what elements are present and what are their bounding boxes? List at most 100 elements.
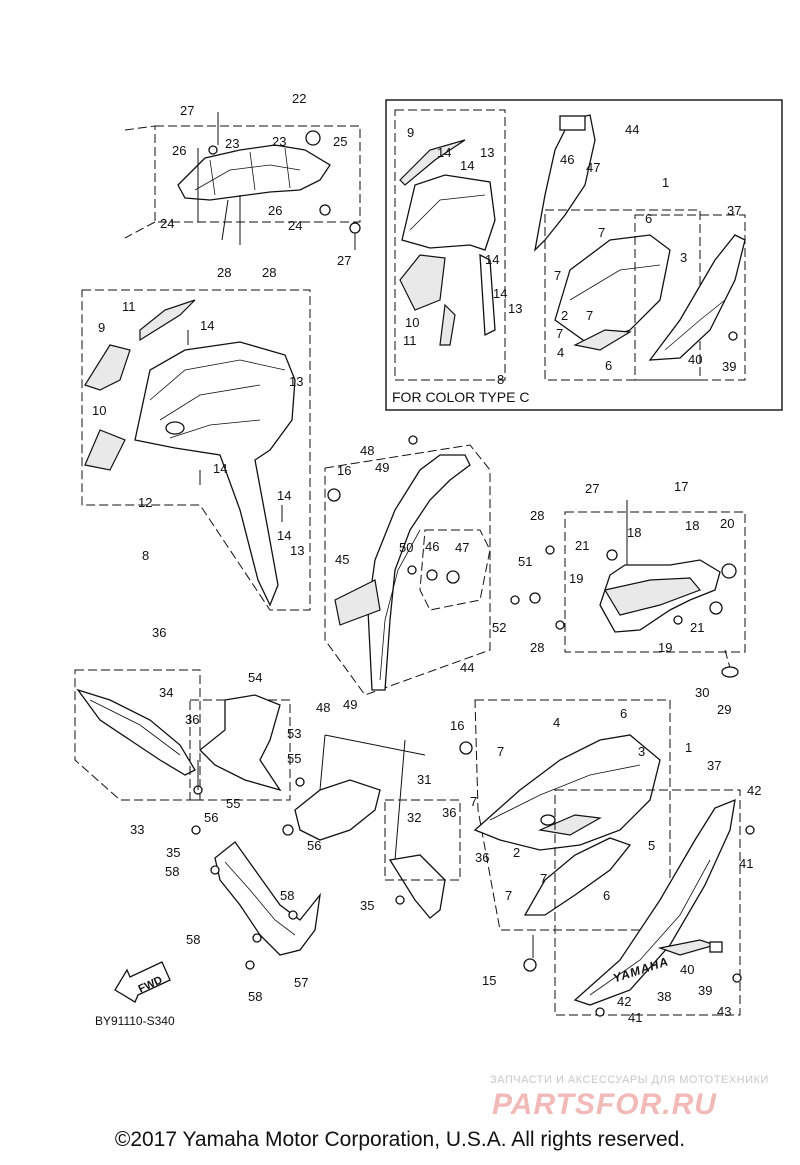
callout-label: 10 bbox=[405, 315, 419, 330]
fwd-arrow-icon bbox=[114, 961, 171, 1003]
callout-label: 9 bbox=[407, 125, 414, 140]
callout-label: 12 bbox=[138, 495, 152, 510]
callout-label: 44 bbox=[460, 660, 474, 675]
side-cowl-1 bbox=[473, 699, 671, 931]
callout-label: 39 bbox=[722, 359, 736, 374]
inset-color-type-c bbox=[385, 99, 783, 411]
callout-label: 41 bbox=[628, 1010, 642, 1025]
callout-label: 49 bbox=[375, 460, 389, 475]
watermark-brand: PARTSFOR.RU bbox=[492, 1088, 717, 1121]
callout-label: 28 bbox=[262, 265, 276, 280]
callout-label: 32 bbox=[407, 810, 421, 825]
callout-label: 1 bbox=[662, 175, 669, 190]
callout-label: 48 bbox=[360, 443, 374, 458]
callout-label: 13 bbox=[289, 374, 303, 389]
panel-57 bbox=[214, 841, 321, 956]
callout-label: 13 bbox=[480, 145, 494, 160]
callout-label: 35 bbox=[360, 898, 374, 913]
callout-label: 37 bbox=[707, 758, 721, 773]
callout-label: 46 bbox=[560, 152, 574, 167]
callout-label: 11 bbox=[122, 299, 136, 314]
callout-label: 7 bbox=[586, 308, 593, 323]
fasteners bbox=[191, 222, 755, 1017]
callout-label: 3 bbox=[638, 744, 645, 759]
callout-label: 14 bbox=[213, 461, 227, 476]
callout-label: 16 bbox=[337, 463, 351, 478]
watermark-tagline: ЗАПЧАСТИ И АКСЕССУАРЫ ДЛЯ МОТОТЕХНИКИ bbox=[490, 1074, 769, 1086]
callout-label: 40 bbox=[688, 352, 702, 367]
callout-label: 8 bbox=[497, 372, 504, 387]
callout-label: 7 bbox=[554, 268, 561, 283]
callout-label: 4 bbox=[557, 345, 564, 360]
callout-label: 14 bbox=[493, 286, 507, 301]
callout-label: 6 bbox=[645, 211, 652, 226]
callout-label: 14 bbox=[277, 528, 291, 543]
callout-label: 26 bbox=[268, 203, 282, 218]
callout-label: 42 bbox=[617, 994, 631, 1009]
callout-label: 57 bbox=[294, 975, 308, 990]
callout-label: 7 bbox=[497, 744, 504, 759]
callout-label: 28 bbox=[530, 508, 544, 523]
callout-label: 36 bbox=[475, 850, 489, 865]
callout-label: 17 bbox=[674, 479, 688, 494]
callout-label: 48 bbox=[316, 700, 330, 715]
callout-label: 25 bbox=[333, 134, 347, 149]
callout-label: 46 bbox=[425, 539, 439, 554]
callout-label: 40 bbox=[680, 962, 694, 977]
callout-label: 16 bbox=[450, 718, 464, 733]
callout-label: 7 bbox=[505, 888, 512, 903]
callout-label: 19 bbox=[569, 571, 583, 586]
callout-label: 7 bbox=[540, 871, 547, 886]
callout-label: 28 bbox=[217, 265, 231, 280]
callout-label: 55 bbox=[226, 796, 240, 811]
callout-label: 35 bbox=[166, 845, 180, 860]
callout-label: 24 bbox=[160, 216, 174, 231]
bracket-assembly-22 bbox=[124, 112, 361, 250]
callout-label: 7 bbox=[556, 326, 563, 341]
callout-label: 14 bbox=[485, 252, 499, 267]
callout-label: 24 bbox=[288, 218, 302, 233]
callout-label: 38 bbox=[657, 989, 671, 1004]
callout-label: 5 bbox=[648, 838, 655, 853]
callout-label: 27 bbox=[337, 253, 351, 268]
callout-label: 2 bbox=[513, 845, 520, 860]
callout-label: 20 bbox=[720, 516, 734, 531]
callout-label: 33 bbox=[130, 822, 144, 837]
callout-label: 31 bbox=[417, 772, 431, 787]
callout-label: 8 bbox=[142, 548, 149, 563]
callout-label: 58 bbox=[165, 864, 179, 879]
callout-label: 14 bbox=[460, 158, 474, 173]
callout-label: 58 bbox=[186, 932, 200, 947]
callout-label: 49 bbox=[343, 697, 357, 712]
callout-label: 9 bbox=[98, 320, 105, 335]
callout-label: 6 bbox=[605, 358, 612, 373]
callout-label: 18 bbox=[627, 525, 641, 540]
callout-label: 56 bbox=[204, 810, 218, 825]
callout-labels: 27 22 23 23 25 26 26 24 24 28 28 27 11 1… bbox=[92, 91, 761, 1025]
callout-label: 13 bbox=[290, 543, 304, 558]
callout-label: 14 bbox=[437, 145, 451, 160]
callout-label: 29 bbox=[717, 702, 731, 717]
callout-label: 23 bbox=[272, 134, 286, 149]
side-panel-37 bbox=[554, 789, 741, 1016]
callout-label: 44 bbox=[625, 122, 639, 137]
callout-label: 36 bbox=[185, 712, 199, 727]
callout-label: 11 bbox=[403, 333, 417, 348]
under-cowl-33 bbox=[74, 669, 201, 801]
callout-label: 7 bbox=[470, 794, 477, 809]
callout-label: 6 bbox=[620, 706, 627, 721]
bracket-assembly-17 bbox=[564, 500, 746, 678]
callout-label: 43 bbox=[717, 1004, 731, 1019]
callout-label: 18 bbox=[685, 518, 699, 533]
bracket-53 bbox=[294, 734, 461, 919]
callout-label: 55 bbox=[287, 751, 301, 766]
callout-label: 3 bbox=[680, 250, 687, 265]
callout-label: 26 bbox=[172, 143, 186, 158]
callout-label: 28 bbox=[530, 640, 544, 655]
callout-label: 58 bbox=[248, 989, 262, 1004]
callout-label: 47 bbox=[586, 160, 600, 175]
callout-label: 19 bbox=[658, 640, 672, 655]
callout-label: 1 bbox=[685, 740, 692, 755]
callout-label: 34 bbox=[159, 685, 173, 700]
callout-label: 21 bbox=[690, 620, 704, 635]
